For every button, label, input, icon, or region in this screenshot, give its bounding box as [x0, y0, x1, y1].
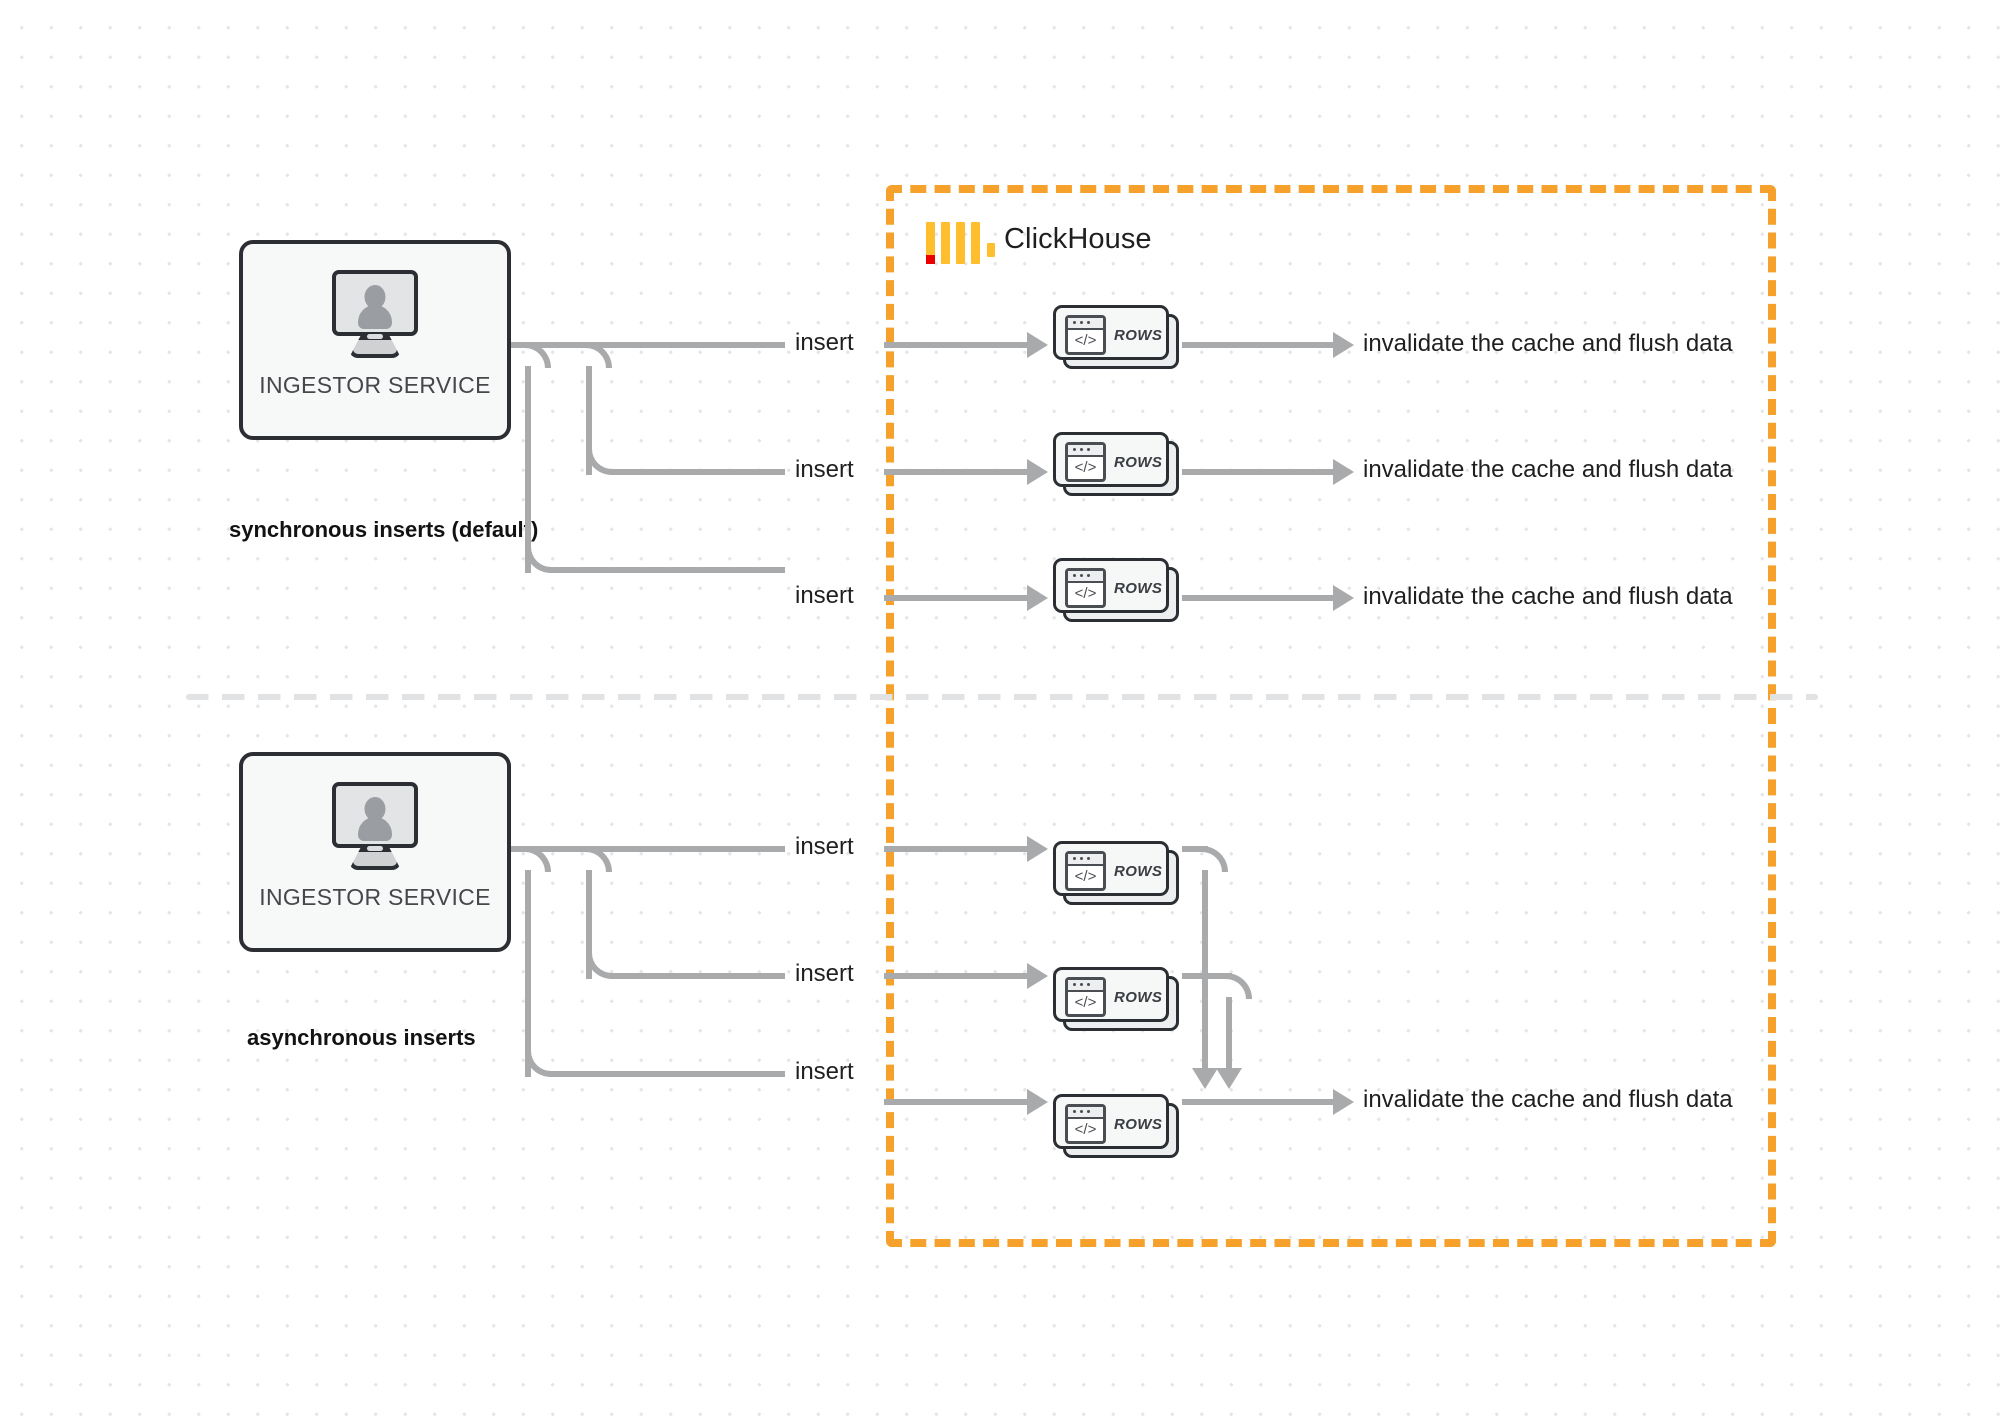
wire-async-out [1182, 1099, 1337, 1105]
insert-label-async-3: insert [795, 1058, 854, 1085]
ingestor-service-label-async: INGESTOR SERVICE [259, 884, 491, 910]
clickhouse-region-label: ClickHouse [1004, 223, 1152, 255]
wire-sync-b3-horiz [549, 567, 785, 573]
clickhouse-logo-icon [926, 222, 995, 264]
rows-node-sync-1[interactable]: </> ROWS [1053, 305, 1179, 369]
wire-async-merge2-vert [1226, 997, 1232, 1070]
code-glyph: </> [1074, 332, 1097, 349]
arrowhead-async-in-3 [1027, 1089, 1048, 1115]
arrowhead-sync-out-3 [1333, 585, 1354, 611]
rows-node-async-2[interactable]: </> ROWS [1053, 967, 1179, 1031]
elbow-async-merge1 [1202, 846, 1228, 872]
flush-label-sync-3: invalidate the cache and flush data [1363, 583, 1733, 610]
monitor-user-icon [328, 270, 422, 358]
wire-sync-b2-horiz [610, 469, 785, 475]
arrowhead-sync-in-3 [1027, 585, 1048, 611]
arrowhead-async-out [1333, 1089, 1354, 1115]
arrowhead-async-merge2 [1216, 1068, 1242, 1089]
elbow-sync-b3-bottom [525, 547, 551, 573]
wire-async-merge2-horiz [1182, 973, 1232, 979]
wire-sync-out-1 [1182, 342, 1337, 348]
wire-async-in-3 [884, 1099, 1029, 1105]
insert-label-sync-2: insert [795, 456, 854, 483]
wire-sync-in-1 [884, 342, 1029, 348]
rows-node-sync-2[interactable]: </> ROWS [1053, 432, 1179, 496]
rows-label: ROWS [1114, 989, 1163, 1006]
code-glyph: </> [1074, 868, 1097, 885]
insert-label-async-2: insert [795, 960, 854, 987]
code-glyph: </> [1074, 994, 1097, 1011]
wire-sync-in-3 [884, 595, 1029, 601]
code-glyph: </> [1074, 1121, 1097, 1138]
wire-sync-in-2 [884, 469, 1029, 475]
elbow-sync-b2-bottom [586, 449, 612, 475]
wire-sync-b3-vert [525, 366, 531, 573]
flush-label-sync-1: invalidate the cache and flush data [1363, 330, 1733, 357]
elbow-async-b2-bottom [586, 953, 612, 979]
elbow-sync-b2-top [586, 342, 612, 368]
code-glyph: </> [1074, 585, 1097, 602]
section-caption-synchronous: synchronous inserts (default) [229, 517, 539, 542]
wire-async-merge1-horiz [1182, 846, 1208, 852]
elbow-async-b3-top [525, 846, 551, 872]
ingestor-service-async[interactable]: INGESTOR SERVICE [239, 752, 511, 952]
rows-label: ROWS [1114, 1116, 1163, 1133]
ingestor-service-label-sync: INGESTOR SERVICE [259, 372, 491, 398]
flush-label-sync-2: invalidate the cache and flush data [1363, 456, 1733, 483]
wire-async-b2-vert [586, 870, 592, 979]
code-window-icon: </> [1065, 977, 1106, 1017]
wire-async-b2-horiz [610, 973, 785, 979]
arrowhead-async-merge1 [1192, 1068, 1218, 1089]
arrowhead-sync-in-2 [1027, 459, 1048, 485]
section-caption-asynchronous: asynchronous inserts [247, 1025, 476, 1050]
code-window-icon: </> [1065, 1104, 1106, 1144]
elbow-sync-b3-top [525, 342, 551, 368]
wire-async-b3-vert [525, 870, 531, 1077]
clickhouse-region [886, 185, 1776, 1247]
elbow-async-b2-top [586, 846, 612, 872]
insert-label-async-1: insert [795, 833, 854, 860]
section-divider [186, 694, 1818, 700]
wire-async-in-1 [884, 846, 1029, 852]
rows-label: ROWS [1114, 580, 1163, 597]
wire-sync-out-2 [1182, 469, 1337, 475]
code-window-icon: </> [1065, 442, 1106, 482]
code-window-icon: </> [1065, 568, 1106, 608]
wire-async-merge1-vert [1202, 870, 1208, 1070]
rows-node-async-3[interactable]: </> ROWS [1053, 1094, 1179, 1158]
code-window-icon: </> [1065, 315, 1106, 355]
monitor-user-icon [328, 782, 422, 870]
wire-async-trunk [511, 846, 785, 852]
rows-node-sync-3[interactable]: </> ROWS [1053, 558, 1179, 622]
rows-label: ROWS [1114, 327, 1163, 344]
code-glyph: </> [1074, 459, 1097, 476]
rows-label: ROWS [1114, 863, 1163, 880]
wire-sync-trunk [511, 342, 785, 348]
elbow-async-merge2 [1226, 973, 1252, 999]
insert-label-sync-1: insert [795, 329, 854, 356]
arrowhead-sync-in-1 [1027, 332, 1048, 358]
wire-sync-b2-vert [586, 366, 592, 475]
arrowhead-sync-out-2 [1333, 459, 1354, 485]
ingestor-service-sync[interactable]: INGESTOR SERVICE [239, 240, 511, 440]
code-window-icon: </> [1065, 851, 1106, 891]
wire-async-b3-horiz [549, 1071, 785, 1077]
rows-label: ROWS [1114, 454, 1163, 471]
insert-label-sync-3: insert [795, 582, 854, 609]
arrowhead-sync-out-1 [1333, 332, 1354, 358]
wire-async-in-2 [884, 973, 1029, 979]
rows-node-async-1[interactable]: </> ROWS [1053, 841, 1179, 905]
arrowhead-async-in-1 [1027, 836, 1048, 862]
arrowhead-async-in-2 [1027, 963, 1048, 989]
flush-label-async: invalidate the cache and flush data [1363, 1086, 1733, 1113]
wire-sync-out-3 [1182, 595, 1337, 601]
elbow-async-b3-bottom [525, 1051, 551, 1077]
